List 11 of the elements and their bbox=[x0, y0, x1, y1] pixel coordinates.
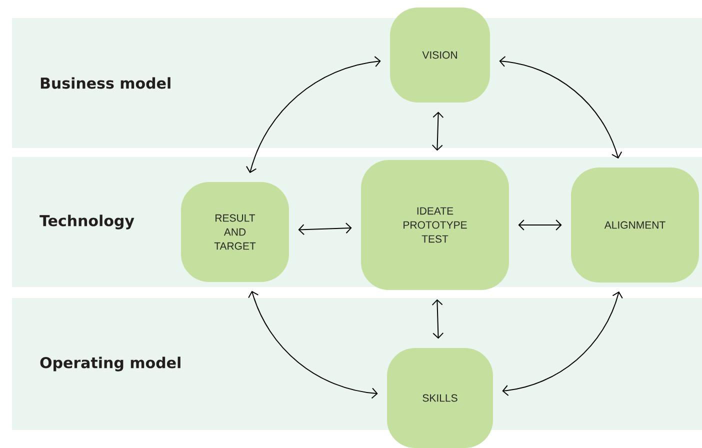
arrow bbox=[499, 56, 622, 159]
arrow bbox=[248, 290, 378, 399]
row-label: Technology bbox=[40, 214, 134, 230]
arrow bbox=[246, 56, 381, 174]
row-label: Operating model bbox=[40, 356, 180, 372]
row-label: Business model bbox=[40, 77, 170, 89]
arrow bbox=[518, 220, 562, 230]
arrow bbox=[502, 291, 623, 396]
arrow bbox=[432, 112, 444, 151]
arrow bbox=[432, 299, 444, 339]
arrow bbox=[298, 222, 352, 236]
